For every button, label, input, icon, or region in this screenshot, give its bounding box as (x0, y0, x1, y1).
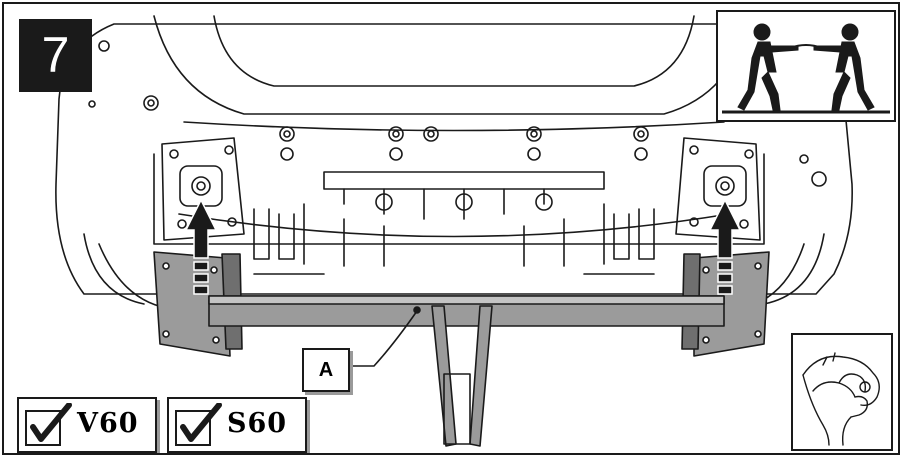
callout-leader (348, 306, 421, 367)
hand-tighten-inset (791, 333, 893, 451)
lift-arrows (184, 198, 742, 295)
check-mark-icon (175, 403, 222, 446)
model-label: V60 (77, 408, 139, 439)
step-number: 7 (19, 19, 92, 92)
towbar-assembly (153, 251, 770, 447)
check-mark-icon (25, 403, 72, 446)
hand-tighten-icon (802, 352, 880, 446)
two-person-inset (716, 10, 896, 122)
vehicle-rear-drawing (55, 15, 853, 447)
two-person-lift-icon (722, 23, 890, 114)
model-label: S60 (227, 408, 288, 439)
part-callout-a: A (302, 348, 350, 392)
model-check-s60: S60 (167, 397, 307, 453)
model-check-v60: V60 (17, 397, 157, 453)
